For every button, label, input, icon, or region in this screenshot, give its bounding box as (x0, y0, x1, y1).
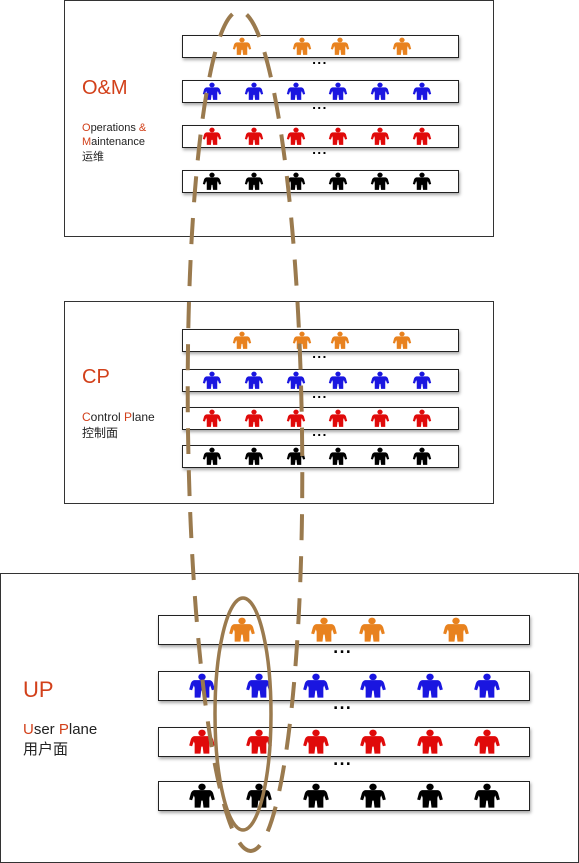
om-person-black-1 (244, 172, 264, 190)
up-person-red-5 (474, 729, 500, 754)
om-person-blue-3 (328, 82, 348, 100)
om-title: O&M (82, 77, 128, 99)
up-person-orange-0 (229, 617, 255, 642)
up-person-red-2 (303, 729, 329, 754)
om-person-blue-0 (202, 82, 222, 100)
up-person-black-0 (189, 783, 215, 808)
cp-person-blue-5 (412, 371, 432, 389)
om-person-blue-5 (412, 82, 432, 100)
up-person-blue-5 (474, 673, 500, 698)
om-person-black-3 (328, 172, 348, 190)
cp-person-blue-0 (202, 371, 222, 389)
cp-person-black-3 (328, 447, 348, 465)
cp-person-black-5 (412, 447, 432, 465)
om-person-red-2 (286, 127, 306, 145)
om-ellipsis-0: ... (312, 54, 328, 68)
cp-ellipsis-1: ... (312, 388, 328, 402)
cp-person-blue-1 (244, 371, 264, 389)
cp-person-black-4 (370, 447, 390, 465)
up-person-blue-1 (246, 673, 272, 698)
om-person-blue-4 (370, 82, 390, 100)
cp-person-red-0 (202, 409, 222, 427)
om-person-orange-3 (392, 37, 412, 55)
om-person-red-4 (370, 127, 390, 145)
om-person-black-5 (412, 172, 432, 190)
cp-person-black-1 (244, 447, 264, 465)
cp-person-red-4 (370, 409, 390, 427)
up-ellipsis-2: ... (333, 752, 352, 769)
up-person-black-4 (417, 783, 443, 808)
cp-person-orange-1 (292, 331, 312, 349)
up-person-red-1 (246, 729, 272, 754)
om-ellipsis-2: ... (312, 144, 328, 158)
om-person-black-2 (286, 172, 306, 190)
om-person-orange-1 (292, 37, 312, 55)
om-ellipsis-1: ... (312, 99, 328, 113)
om-person-orange-2 (330, 37, 350, 55)
cp-person-black-0 (202, 447, 222, 465)
om-person-red-3 (328, 127, 348, 145)
up-ellipsis-0: ... (333, 640, 352, 657)
up-title: UP (23, 677, 54, 702)
up-person-blue-4 (417, 673, 443, 698)
om-person-blue-1 (244, 82, 264, 100)
cp-person-orange-3 (392, 331, 412, 349)
cp-person-blue-2 (286, 371, 306, 389)
om-person-red-5 (412, 127, 432, 145)
om-person-red-0 (202, 127, 222, 145)
cp-person-blue-3 (328, 371, 348, 389)
om-person-black-0 (202, 172, 222, 190)
up-person-black-1 (246, 783, 272, 808)
up-person-black-2 (303, 783, 329, 808)
cp-person-red-5 (412, 409, 432, 427)
cp-ellipsis-2: ... (312, 426, 328, 440)
cp-ellipsis-0: ... (312, 348, 328, 362)
om-person-blue-2 (286, 82, 306, 100)
cp-person-black-2 (286, 447, 306, 465)
up-person-orange-2 (359, 617, 385, 642)
cp-person-orange-0 (232, 331, 252, 349)
up-person-black-3 (360, 783, 386, 808)
cp-person-blue-4 (370, 371, 390, 389)
cp-title: CP (82, 366, 110, 388)
cp-person-red-2 (286, 409, 306, 427)
cp-person-red-1 (244, 409, 264, 427)
cp-person-red-3 (328, 409, 348, 427)
up-person-blue-0 (189, 673, 215, 698)
up-person-blue-2 (303, 673, 329, 698)
up-person-orange-1 (311, 617, 337, 642)
om-person-orange-0 (232, 37, 252, 55)
om-person-red-1 (244, 127, 264, 145)
up-ellipsis-1: ... (333, 696, 352, 713)
up-person-red-4 (417, 729, 443, 754)
om-person-black-4 (370, 172, 390, 190)
cp-person-orange-2 (330, 331, 350, 349)
up-person-red-3 (360, 729, 386, 754)
up-person-orange-3 (443, 617, 469, 642)
up-person-blue-3 (360, 673, 386, 698)
up-person-black-5 (474, 783, 500, 808)
up-person-red-0 (189, 729, 215, 754)
